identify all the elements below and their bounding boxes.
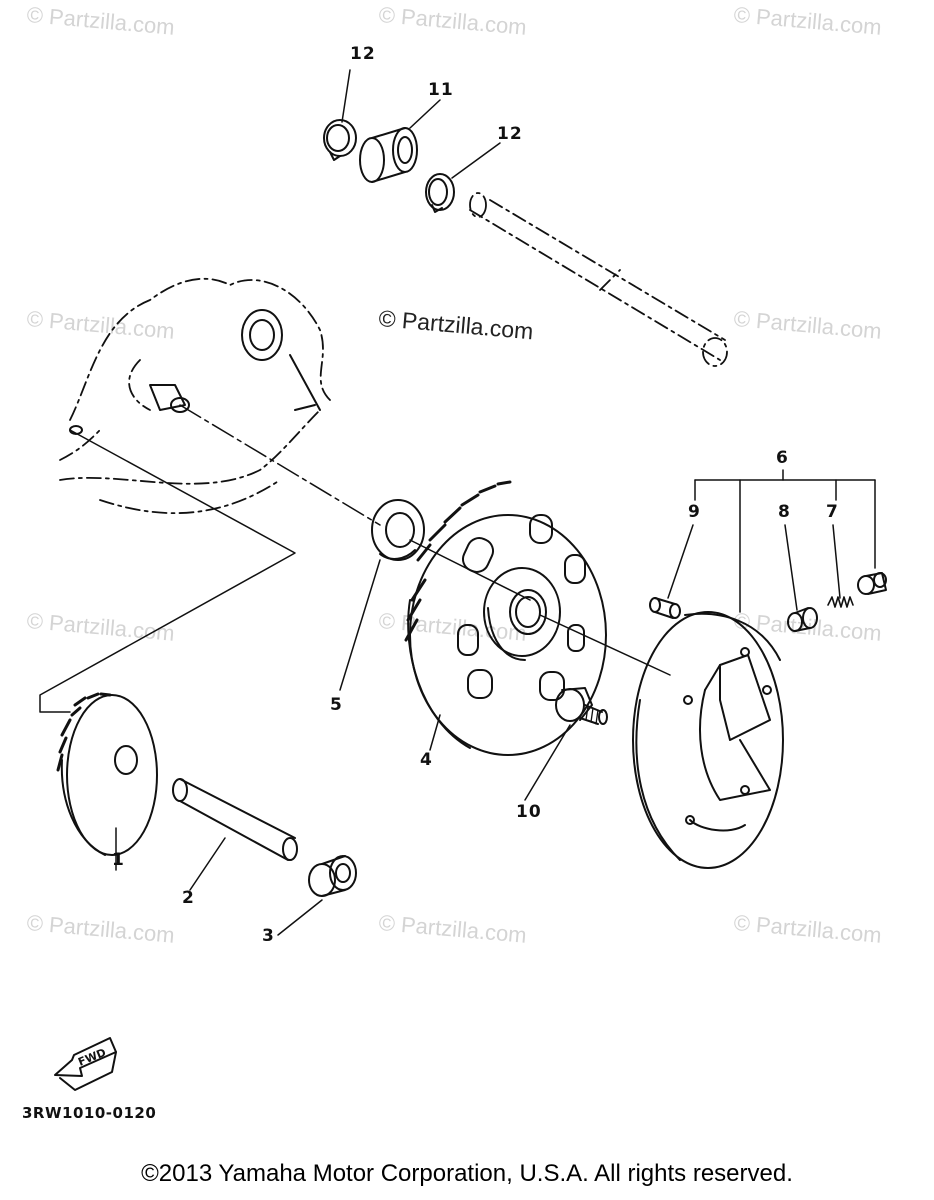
- leader-line: [409, 99, 441, 129]
- callout-12-left: 12: [350, 44, 376, 64]
- bolt: [555, 687, 608, 725]
- leader-line: [784, 524, 798, 611]
- callout-10: 10: [516, 802, 542, 822]
- leader-line: [339, 559, 381, 691]
- leader-line: [429, 714, 441, 751]
- leader-line: [832, 524, 841, 599]
- fwd-label: FWD: [76, 1046, 108, 1069]
- cap: [857, 572, 887, 595]
- leader-line: [189, 837, 226, 891]
- leader-line: [451, 142, 501, 179]
- callout-4: 4: [420, 750, 433, 770]
- leader-line: [524, 724, 571, 801]
- bearing: [359, 127, 418, 183]
- callout-1: 1: [112, 850, 125, 870]
- starter-wheel-gear: [404, 480, 607, 756]
- washer: [371, 499, 425, 561]
- idler-gear: [56, 692, 158, 856]
- idler-shaft: [172, 778, 298, 861]
- shaft: [469, 192, 728, 367]
- crankcase-outline: [59, 277, 331, 515]
- leader-line: [667, 524, 694, 599]
- callout-8: 8: [778, 502, 791, 522]
- assembly-line: [39, 429, 296, 713]
- starter-clutch: [632, 611, 784, 869]
- roller: [649, 597, 681, 619]
- crankcase-boss: [241, 309, 321, 411]
- callout-11: 11: [428, 80, 454, 100]
- circlip-left: [323, 119, 357, 161]
- circlip-right: [425, 173, 455, 213]
- leader-line: [341, 69, 351, 123]
- callout-3: 3: [262, 926, 275, 946]
- callout-9: 9: [688, 502, 701, 522]
- copyright-notice: ©2013 Yamaha Motor Corporation, U.S.A. A…: [141, 1160, 793, 1187]
- callout-5: 5: [330, 695, 343, 715]
- callout-12-right: 12: [497, 124, 523, 144]
- spring: [827, 596, 854, 608]
- fwd-arrow-icon: [54, 1037, 117, 1091]
- assembly-line: [179, 404, 381, 526]
- callout-7: 7: [826, 502, 839, 522]
- diagram-code: 3RW1010-0120: [22, 1104, 157, 1122]
- collar: [308, 855, 357, 897]
- crank-shaft-stub: [149, 384, 316, 413]
- callout-6: 6: [776, 448, 789, 468]
- plunger: [787, 607, 818, 632]
- leader-line: [277, 899, 323, 936]
- callout-2: 2: [182, 888, 195, 908]
